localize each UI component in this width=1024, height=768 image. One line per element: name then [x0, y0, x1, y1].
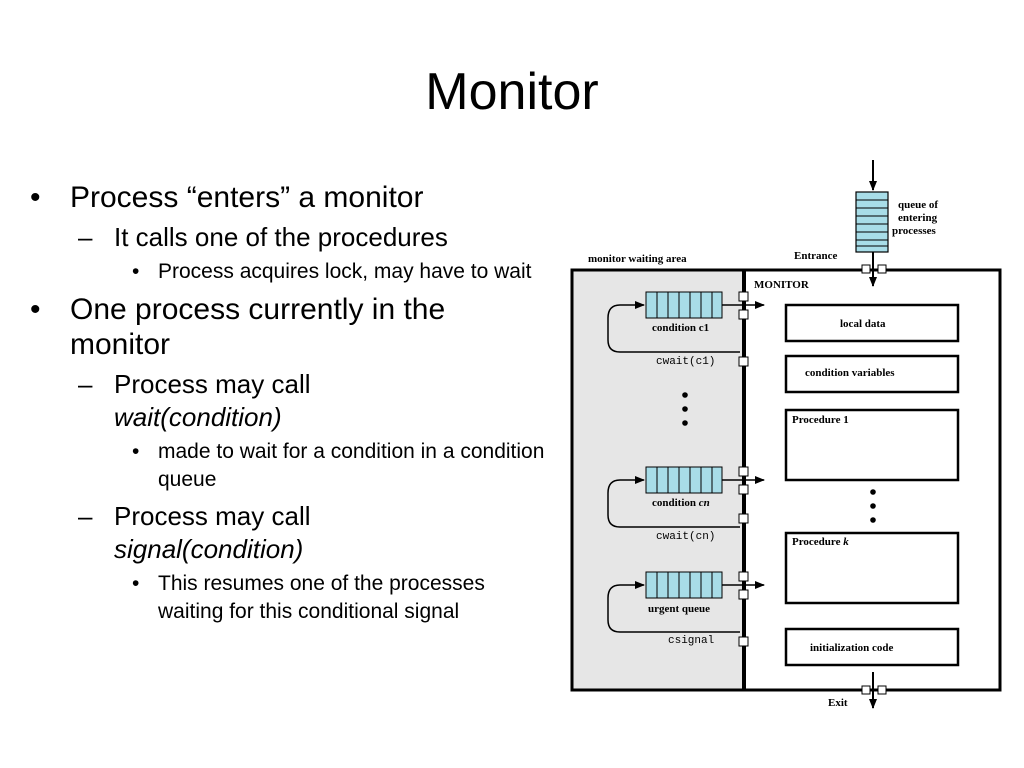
sub-bullet-signal-text: Process may call	[114, 501, 311, 531]
entrance-port-left	[861, 264, 871, 274]
local-data-box	[784, 303, 960, 343]
cwait-cn-port	[738, 513, 749, 524]
urgent-queue	[645, 571, 723, 599]
entering-queue	[855, 191, 889, 253]
condition-cn-queue	[645, 466, 723, 494]
ellipsis-dot	[682, 392, 688, 398]
csignal-label: csignal	[668, 635, 714, 647]
c1-loop-arrow	[607, 301, 740, 353]
sub-bullet-signal-code: signal(condition)	[114, 534, 304, 564]
sub-bullet-wait-code: wait(condition)	[114, 402, 282, 432]
sub-bullet-calls-text: It calls one of the procedures	[114, 222, 448, 252]
condition-c1-label: condition c1	[652, 322, 709, 334]
bullet-list: Process “enters” a monitor –It calls one…	[28, 180, 548, 632]
entrance-label: Entrance	[794, 250, 838, 262]
procedure-k-box	[784, 531, 960, 605]
initialization-code-label: initialization code	[810, 642, 894, 654]
monitor-label: MONITOR	[754, 279, 810, 291]
exit-label: Exit	[828, 697, 848, 709]
dash-marker: –	[78, 501, 93, 531]
dash-marker: –	[78, 369, 93, 399]
condition-variables-box	[784, 354, 960, 394]
queue-entering-label-2: entering	[898, 212, 938, 224]
cn-loop-arrow	[607, 476, 740, 528]
ellipsis-dot	[870, 489, 876, 495]
urgent-queue-label: urgent queue	[648, 603, 710, 615]
sub-bullet-calls: –It calls one of the procedures	[78, 221, 548, 254]
slide-title: Monitor	[425, 63, 599, 121]
dash-marker: –	[78, 222, 93, 252]
queue-entering-label-1: queue of	[898, 199, 938, 211]
urgent-loop-arrow	[607, 581, 740, 633]
initialization-code-box	[784, 627, 960, 667]
cwait-c1-port	[738, 356, 749, 367]
urgent-port-bottom	[738, 589, 749, 600]
condition-cn-label: condition cn	[652, 497, 710, 509]
sub-bullet-wait-text: Process may call	[114, 369, 311, 399]
condition-c1-queue	[645, 291, 723, 319]
procedure-1-box	[784, 408, 960, 482]
queue-entering-label-3: processes	[892, 225, 937, 237]
exit-port-right	[877, 685, 887, 695]
procedure-k-label: Procedure k	[792, 536, 849, 548]
ellipsis-dot	[682, 420, 688, 426]
cn-port-top	[738, 466, 749, 477]
sub-sub-bullet-wait-desc: made to wait for a condition in a condit…	[132, 438, 548, 494]
ellipsis-dot	[870, 503, 876, 509]
entrance-port-right	[877, 264, 887, 274]
bullet-one-process: One process currently in the monitor	[28, 292, 548, 362]
cwait-cn-label: cwait(cn)	[656, 531, 715, 543]
c1-port-top	[738, 291, 749, 302]
local-data-label: local data	[840, 318, 886, 330]
sub-sub-bullet-lock: Process acquires lock, may have to wait	[132, 258, 548, 286]
ellipsis-dot	[870, 517, 876, 523]
waiting-area-label: monitor waiting area	[588, 253, 687, 265]
c1-port-bottom	[738, 309, 749, 320]
ellipsis-dot	[682, 406, 688, 412]
cwait-c1-label: cwait(c1)	[656, 356, 715, 368]
procedure-1-label: Procedure 1	[792, 414, 849, 426]
csignal-port	[738, 636, 749, 647]
condition-variables-label: condition variables	[805, 367, 895, 379]
bullet-enters: Process “enters” a monitor	[28, 180, 548, 215]
cn-port-bottom	[738, 484, 749, 495]
sub-sub-bullet-signal-desc: This resumes one of the processes waitin…	[132, 570, 548, 626]
exit-port-left	[861, 685, 871, 695]
urgent-port-top	[738, 571, 749, 582]
